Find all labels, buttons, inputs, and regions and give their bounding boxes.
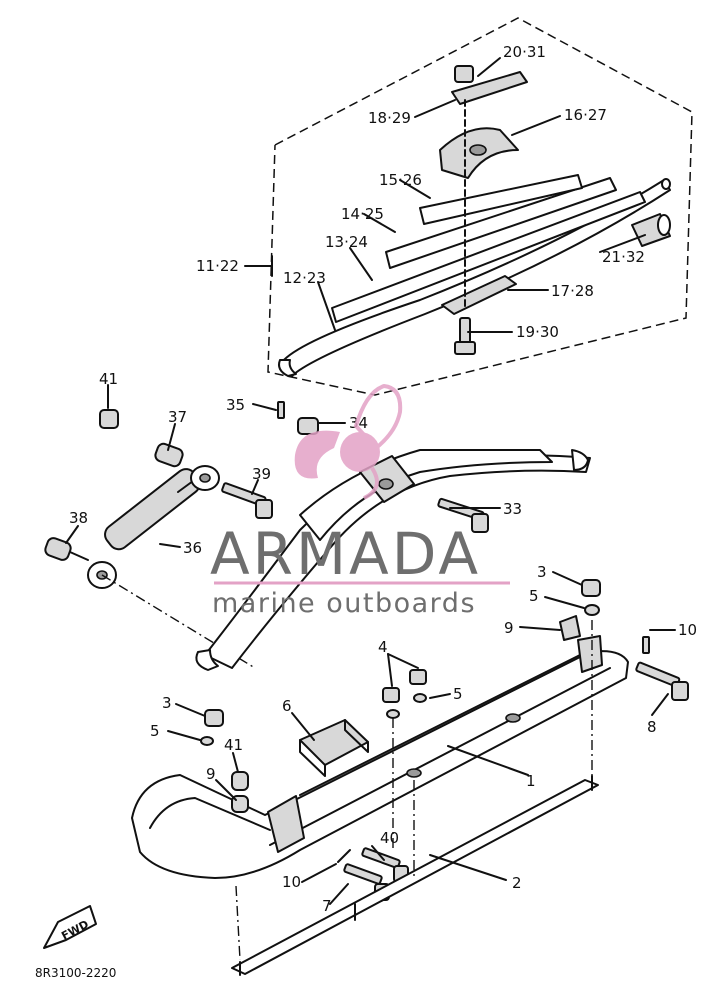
ski-body (131, 579, 689, 901)
label-3-left: 3 (162, 694, 172, 712)
label-10-left: 10 (282, 873, 301, 891)
label-2: 2 (512, 874, 522, 892)
label-36: 36 (183, 539, 202, 557)
label-12-23: 12·23 (283, 269, 326, 287)
label-35: 35 (226, 396, 245, 414)
leaf-spring-assembled (195, 401, 591, 671)
forward-arrow-badge: FWD (43, 905, 97, 949)
label-19-30: 19·30 (516, 323, 559, 341)
label-14-25: 14·25 (341, 205, 384, 223)
label-8: 8 (647, 718, 657, 736)
label-7: 7 (322, 897, 332, 915)
label-41-top: 41 (99, 370, 118, 388)
diagram-code: 8R3100-2220 (35, 966, 116, 980)
label-13-24: 13·24 (325, 233, 368, 251)
watermark-brand: ARMADA (210, 520, 481, 588)
label-17-28: 17·28 (551, 282, 594, 300)
part-labels: 20·31 18·29 16·27 15·26 14·25 13·24 11·2… (69, 43, 697, 915)
label-16-27: 16·27 (564, 106, 607, 124)
label-5-left: 5 (150, 722, 160, 740)
label-20-31: 20·31 (503, 43, 546, 61)
label-39: 39 (252, 465, 271, 483)
leaf-spring-exploded (278, 65, 671, 377)
label-9-left: 9 (206, 765, 216, 783)
ski-runner (231, 620, 599, 976)
label-15-26: 15·26 (379, 171, 422, 189)
shock-hardware (44, 409, 273, 669)
label-5-center: 5 (453, 685, 463, 703)
label-18-29: 18·29 (368, 109, 411, 127)
label-21-32: 21·32 (602, 248, 645, 266)
watermark-logo-icon (294, 383, 403, 500)
label-11-22: 11·22 (196, 257, 239, 275)
label-40: 40 (380, 829, 399, 847)
label-6: 6 (282, 697, 292, 715)
label-38: 38 (69, 509, 88, 527)
label-1: 1 (526, 772, 536, 790)
label-4: 4 (378, 638, 388, 656)
label-5-right: 5 (529, 587, 539, 605)
label-33: 33 (503, 500, 522, 518)
label-37: 37 (168, 408, 187, 426)
leader-lines (65, 57, 676, 905)
label-9-right: 9 (504, 619, 514, 637)
spring-assembly-box (267, 17, 693, 396)
label-41-bottom: 41 (224, 736, 243, 754)
label-3-right: 3 (537, 563, 547, 581)
shock-absorber (87, 465, 220, 589)
label-10-right: 10 (678, 621, 697, 639)
watermark-tagline: marine outboards (212, 588, 476, 619)
